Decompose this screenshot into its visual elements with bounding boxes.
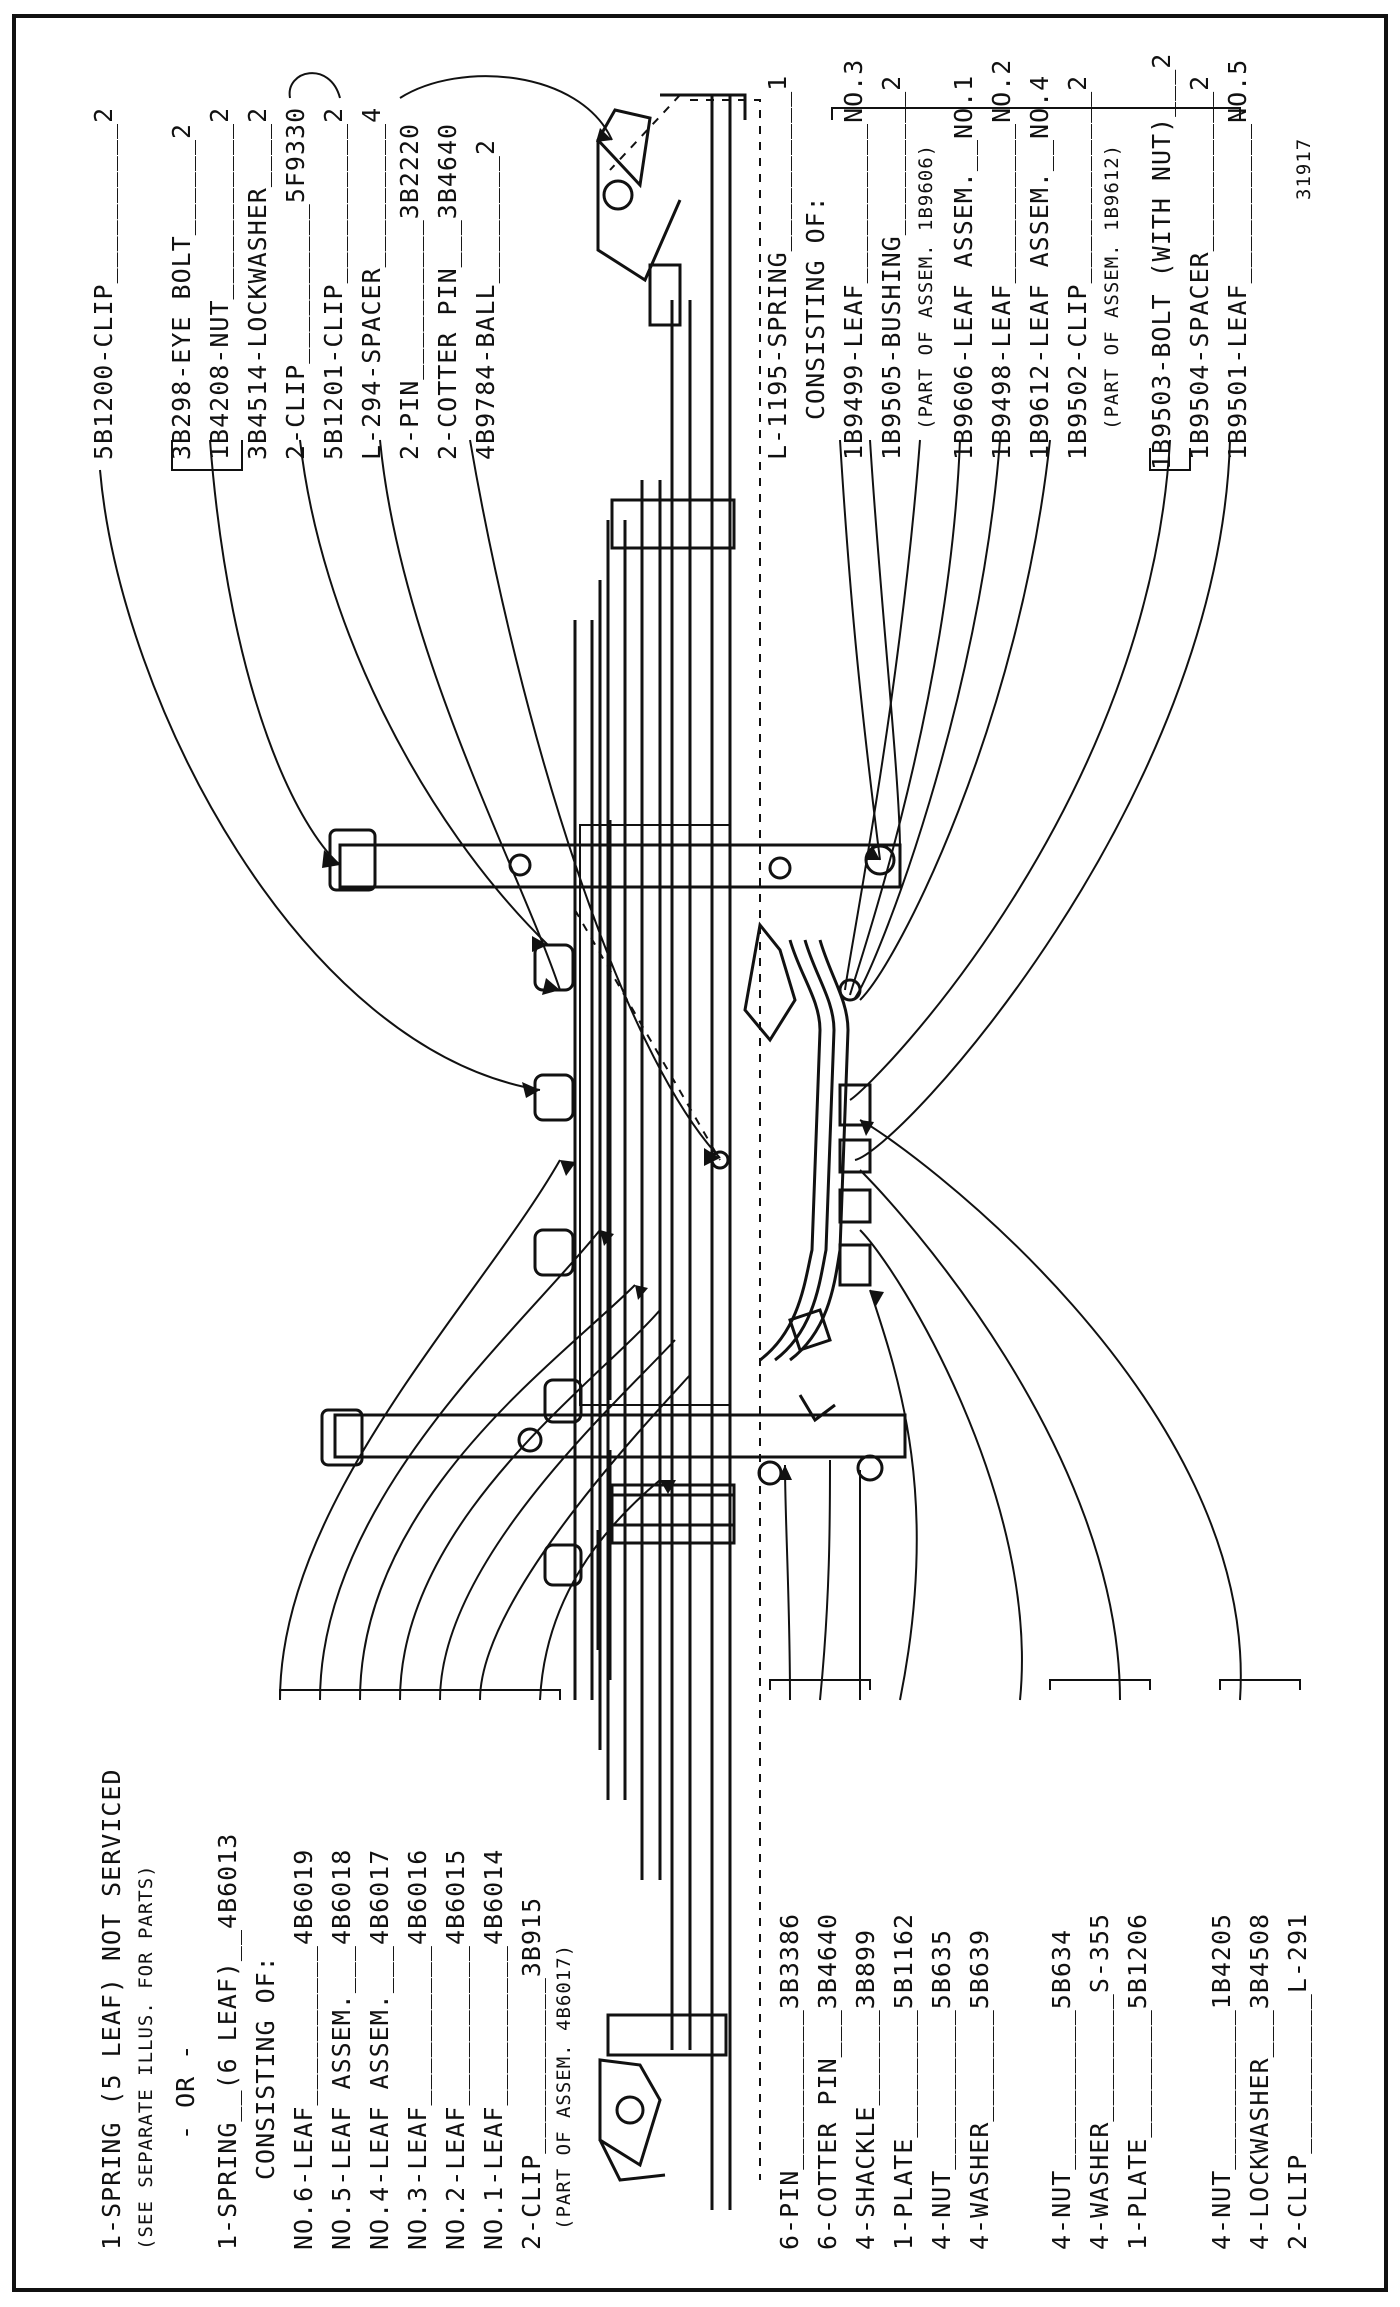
leader-lines [99,72,1242,1701]
label-no1-leaf: NO.1-LEAF__________4B6014 [479,1849,508,2250]
label-4-nut-1b4205: 4-NUT__________1B4205 [1207,1913,1236,2250]
label-bushing-note: (PART OF ASSEM. 1B9606) [915,144,937,430]
spring-assembly-drawing [320,93,907,2210]
label-consisting-of-top: CONSISTING OF: [801,195,830,420]
outer-border [12,14,1388,2292]
label-no3-leaf: NO.3-LEAF__________4B6016 [403,1849,432,2250]
label-6-cotter-pin-3b4640: 6-COTTER PIN___3B4640 [813,1913,842,2250]
label-no5-leaf-assem: NO.5-LEAF ASSEM.___4B6018 [327,1849,356,2250]
label-1b9501-leaf: 1B9501-LEAF__________NO.5 [1223,59,1252,460]
label-1-plate-5b1162: 1-PLATE________5B1162 [889,1913,918,2250]
label-4b9784-ball: 4B9784-BALL________2 [471,139,500,460]
shackle-bars [320,828,907,1587]
label-spring-5-leaf: 1-SPRING (5 LEAF) NOT SERVICED [97,1768,126,2250]
label-5b1200-clip: 5B1200-CLIP__________2 [89,107,118,460]
label-1b9498-leaf: 1B9498-LEAF__________NO.2 [987,59,1016,460]
label-1b9499-leaf: 1B9499-LEAF__________NO.3 [839,59,868,460]
label-no2-leaf: NO.2-LEAF__________4B6015 [441,1849,470,2250]
bottom-label-column: 1-SPRING (5 LEAF) NOT SERVICED (SEE SEPA… [97,1768,1312,2250]
label-2-clip-l291: 2-CLIP__________L-291 [1283,1913,1312,2250]
label-1b9502-clip: 1B9502-CLIP____________2 [1063,75,1092,460]
label-2-clip-3b915: 2-CLIP___________3B915 [517,1897,546,2250]
label-2-cotter-pin-3b4640: 2-COTTER PIN___3B4640 [433,123,462,460]
label-4-nut-5b634: 4-NUT__________5B634 [1047,1929,1076,2250]
label-4-lockwasher-3b4508: 4-LOCKWASHER___3B4508 [1245,1913,1274,2250]
label-spring-6-leaf: 1-SPRING__(6 LEAF)__4B6013 [213,1833,242,2250]
label-or: - OR - [171,2044,200,2140]
label-l294-spacer: L-294-SPACER_________4 [357,107,386,460]
main-spring-leaves [573,95,732,2210]
label-2-pin-3b2220: 2-PIN__________3B2220 [395,123,424,460]
label-1b4208-nut: 1B4208-NUT___________2 [205,107,234,460]
label-no6-leaf: NO.6-LEAF__________4B6019 [289,1849,318,2250]
label-4-washer-s355: 4-WASHER________S-355 [1085,1913,1114,2250]
label-clip-note-top: (PART OF ASSEM. 1B9612) [1101,144,1123,430]
label-clip-note-bottom: (PART OF ASSEM. 4B6017) [553,1944,575,2230]
label-5b1201-clip: 5B1201-CLIP__________2 [319,107,348,460]
label-1b9612-leaf-assem: 1B9612-LEAF ASSEM.__NO.4 [1025,75,1054,460]
top-eye-bracket [596,93,747,327]
label-1b9503-bolt: 1B9503-BOLT (WITH NUT)___2 [1147,53,1176,470]
top-eye-bolt-hole [602,179,634,211]
top-label-column: 5B1200-CLIP__________2 3B298-EYE BOLT___… [89,53,1315,470]
figure-number: 31917 [1293,138,1315,200]
label-3b298-eye-bolt: 3B298-EYE BOLT______2 [167,123,196,460]
label-4-washer-5b639: 4-WASHER_______5B639 [965,1929,994,2250]
label-consisting-of-bottom: CONSISTING OF: [251,1955,280,2180]
label-1b9504-spacer: 1B9504-SPACER__________2 [1185,75,1214,460]
label-3b4514-lockwasher: 3B4514-LOCKWASHER____2 [243,107,272,460]
label-1b9606-leaf-assem: 1B9606-LEAF ASSEM.__NO.1 [949,75,978,460]
label-1b9505-bushing: 1B9505-BUSHING_________2 [877,75,906,460]
label-2-clip-5f9330: 2-CLIP__________5F9330 [281,107,310,460]
label-4-nut-5b635: 4-NUT__________5B635 [927,1929,956,2250]
label-braces [171,107,1301,1700]
label-6-pin-3b3386: 6-PIN__________3B3386 [775,1913,804,2250]
bottom-eye-bracket [598,2058,666,2182]
secondary-spring [743,921,872,1423]
label-1-plate-5b1206: 1-PLATE________5B1206 [1123,1913,1152,2250]
label-l1195-spring: L-1195-SPRING__________1 [763,75,792,460]
dashed-guides [574,94,761,2180]
label-spring-5-leaf-note: (SEE SEPARATE ILLUS. FOR PARTS) [135,1864,157,2250]
bottom-eye-hole [615,2095,645,2125]
arrowheads [322,128,884,1494]
label-4-shackle-3b899: 4-SHACKLE______3B899 [851,1929,880,2250]
label-no4-leaf-assem: NO.4-LEAF ASSEM.___4B6017 [365,1849,394,2250]
